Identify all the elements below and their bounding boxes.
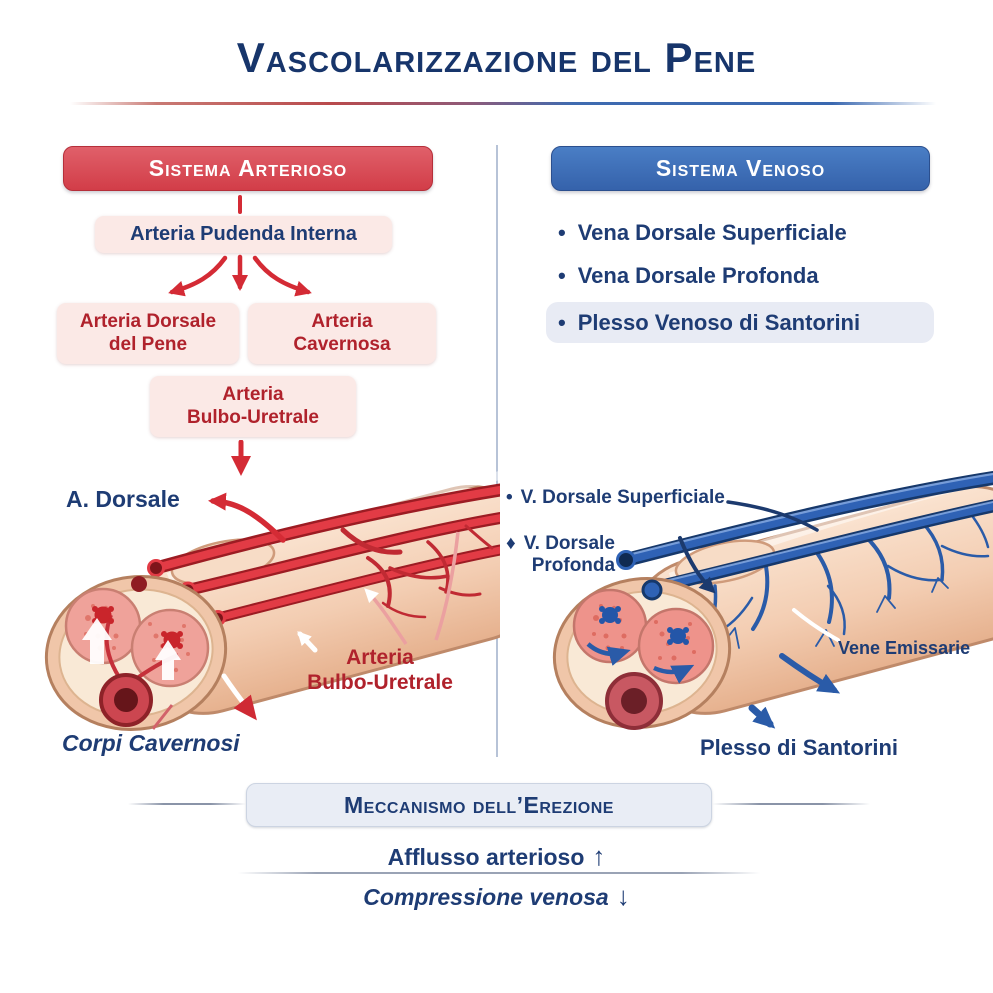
up-arrow-icon: ↑ [592, 841, 606, 871]
compressione-venosa-row: Compressione venosa↓ [363, 881, 630, 911]
label-plesso-di-santorini: Plesso di Santorini [700, 735, 899, 760]
corpi-pointer-line [151, 704, 174, 730]
diamond-icon: ♦ [506, 533, 516, 554]
afflusso-arterioso-row: Afflusso arterioso↑ [387, 841, 606, 871]
dorsal-veins [619, 471, 993, 597]
box-arteria-bulbo-uretrale: Arteria Bulbo-Uretrale [150, 376, 356, 437]
mechanism-divider [238, 872, 760, 874]
arterial-system-header: Sistema Arterioso [63, 146, 433, 191]
bullet-vena-dorsale-superficiale: • Vena Dorsale Superficiale [558, 220, 847, 245]
title-underline [70, 102, 936, 105]
bullet-icon: • [558, 220, 566, 245]
bulbo-pointer-line [434, 531, 460, 641]
arteries [149, 483, 500, 624]
label-a-dorsale: A. Dorsale [66, 486, 180, 512]
deep-vein-cut [641, 579, 663, 601]
bullet-icon: • [506, 487, 513, 508]
page-title: Vascolarizzazione del Pene [236, 34, 757, 81]
superficiale-pointer-line [726, 500, 819, 532]
bullet-plesso-venoso: • Plesso Venoso di Santorini [558, 310, 861, 335]
cross-section [552, 577, 732, 730]
bullet-vena-dorsale-profonda: • Vena Dorsale Profonda [558, 263, 819, 288]
inflow-arrow-icon [82, 618, 112, 664]
label-v-dorsale-superficiale: • V. Dorsale Superficiale [506, 487, 725, 508]
venous-system-header: Sistema Venoso [551, 146, 930, 191]
bullet-icon: • [558, 310, 566, 335]
column-divider [496, 145, 498, 757]
bulbo-pointer-line [364, 588, 408, 645]
bulbo-white-arrow [297, 631, 318, 653]
outflow-arrow [221, 673, 257, 721]
label-corpi-cavernosi: Corpi Cavernosi [62, 730, 240, 756]
flow-down-arrow-icon [231, 440, 251, 476]
bullet-panel-plesso: • Plesso Venoso di Santorini [546, 302, 934, 343]
artery-cut-end [147, 559, 165, 577]
label-arteria-bulbo-uretrale: Arteria Bulbo-Uretrale [307, 646, 453, 694]
down-arrow-icon: ↓ [616, 881, 630, 911]
venous-illustration [552, 468, 993, 730]
dorsal-vessel-cut [131, 576, 147, 592]
venous-outflow-arrow [748, 704, 776, 729]
intracavernosal-vein-cut [599, 606, 689, 645]
box-arteria-dorsale-del-pene: Arteria Dorsale del Pene [57, 303, 239, 364]
inflow-arrow-icon [155, 640, 181, 680]
venous-outflow-arrow [779, 653, 841, 694]
mechanism-side-line [128, 803, 246, 805]
box-arteria-cavernosa: Arteria Cavernosa [248, 303, 436, 364]
arterial-illustration [44, 468, 500, 731]
bullet-icon: • [558, 263, 566, 288]
vein-cut-end [616, 550, 636, 570]
flow-connector [238, 195, 242, 214]
a-dorsale-pointer-arrow [208, 492, 286, 543]
flow-branch-arrows-icon [168, 254, 312, 297]
box-arteria-pudenda-interna: Arteria Pudenda Interna [95, 216, 392, 253]
mechanism-header: Meccanismo dell’Erezione [246, 783, 712, 827]
profonda-pointer-arrow [678, 536, 716, 594]
label-vene-emissarie: Vene Emissarie [838, 638, 971, 658]
mechanism-side-line [712, 803, 870, 805]
cross-section [44, 575, 228, 731]
label-v-dorsale-profonda: ♦ V. Dorsale Profonda [506, 533, 616, 577]
emissarie-pointer-line [792, 608, 840, 642]
